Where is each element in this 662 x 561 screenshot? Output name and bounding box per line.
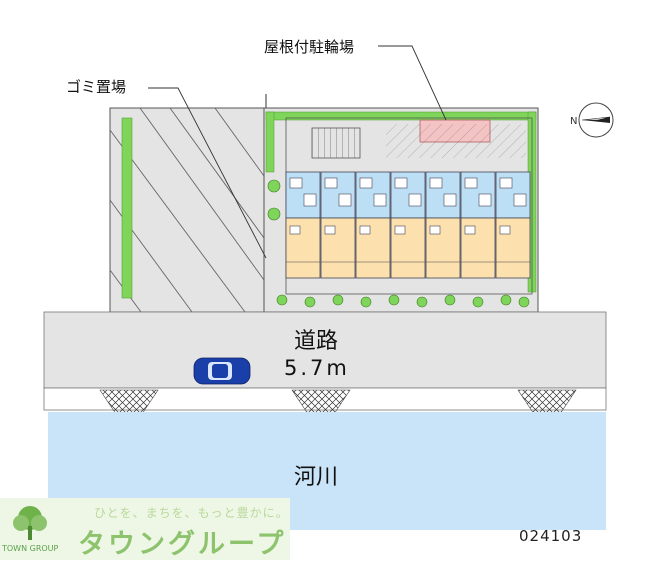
brand-name: タウングループ <box>78 529 287 560</box>
unit-kitchen <box>429 225 441 235</box>
compass-icon: N <box>570 102 614 138</box>
parking-lot <box>109 107 265 313</box>
unit-toilet <box>443 193 457 207</box>
unit-bath <box>394 177 408 189</box>
unit-toilet <box>373 193 387 207</box>
river-label: 河川 <box>294 465 338 490</box>
unit-toilet <box>303 193 317 207</box>
unit-bath <box>359 177 373 189</box>
unit-kitchen <box>464 225 476 235</box>
ground-hatch <box>386 124 526 158</box>
callout-leaders <box>148 45 447 259</box>
brand-group: TOWN GROUP <box>2 544 59 553</box>
apartment-units <box>285 171 531 279</box>
parking-green-strip <box>121 117 133 299</box>
unit-bath <box>464 177 478 189</box>
property-code: 024103 <box>519 527 583 545</box>
stairs <box>311 127 361 159</box>
unit-toilet <box>338 193 352 207</box>
unit-toilet <box>408 193 422 207</box>
unit-kitchen <box>359 225 371 235</box>
unit-bath <box>499 177 513 189</box>
compass-north-letter: N <box>570 116 577 127</box>
unit-bath <box>289 177 303 189</box>
tree-logo-icon <box>13 506 47 540</box>
unit-kitchen <box>289 225 301 235</box>
road-name-label: 道路 <box>294 329 338 354</box>
unit-kitchen <box>499 225 511 235</box>
unit-bath <box>429 177 443 189</box>
shrubs <box>267 179 530 308</box>
unit-bath <box>324 177 338 189</box>
road <box>43 311 607 389</box>
bicycle-parking-label: 屋根付駐輪場 <box>264 38 354 56</box>
unit-kitchen <box>324 225 336 235</box>
unit-toilet <box>513 193 527 207</box>
car-icon <box>193 357 251 385</box>
road-width-label: 5.7m <box>284 356 350 380</box>
parking-diagonal-lines <box>109 107 265 313</box>
unit-toilet <box>478 193 492 207</box>
unit-kitchen <box>394 225 406 235</box>
brand-footer: ひとを、まちを、もっと豊かに。 タウングループ TOWN GROUP <box>0 498 290 560</box>
garbage-label: ゴミ置場 <box>66 78 126 96</box>
brand-tagline: ひとを、まちを、もっと豊かに。 <box>94 506 289 520</box>
